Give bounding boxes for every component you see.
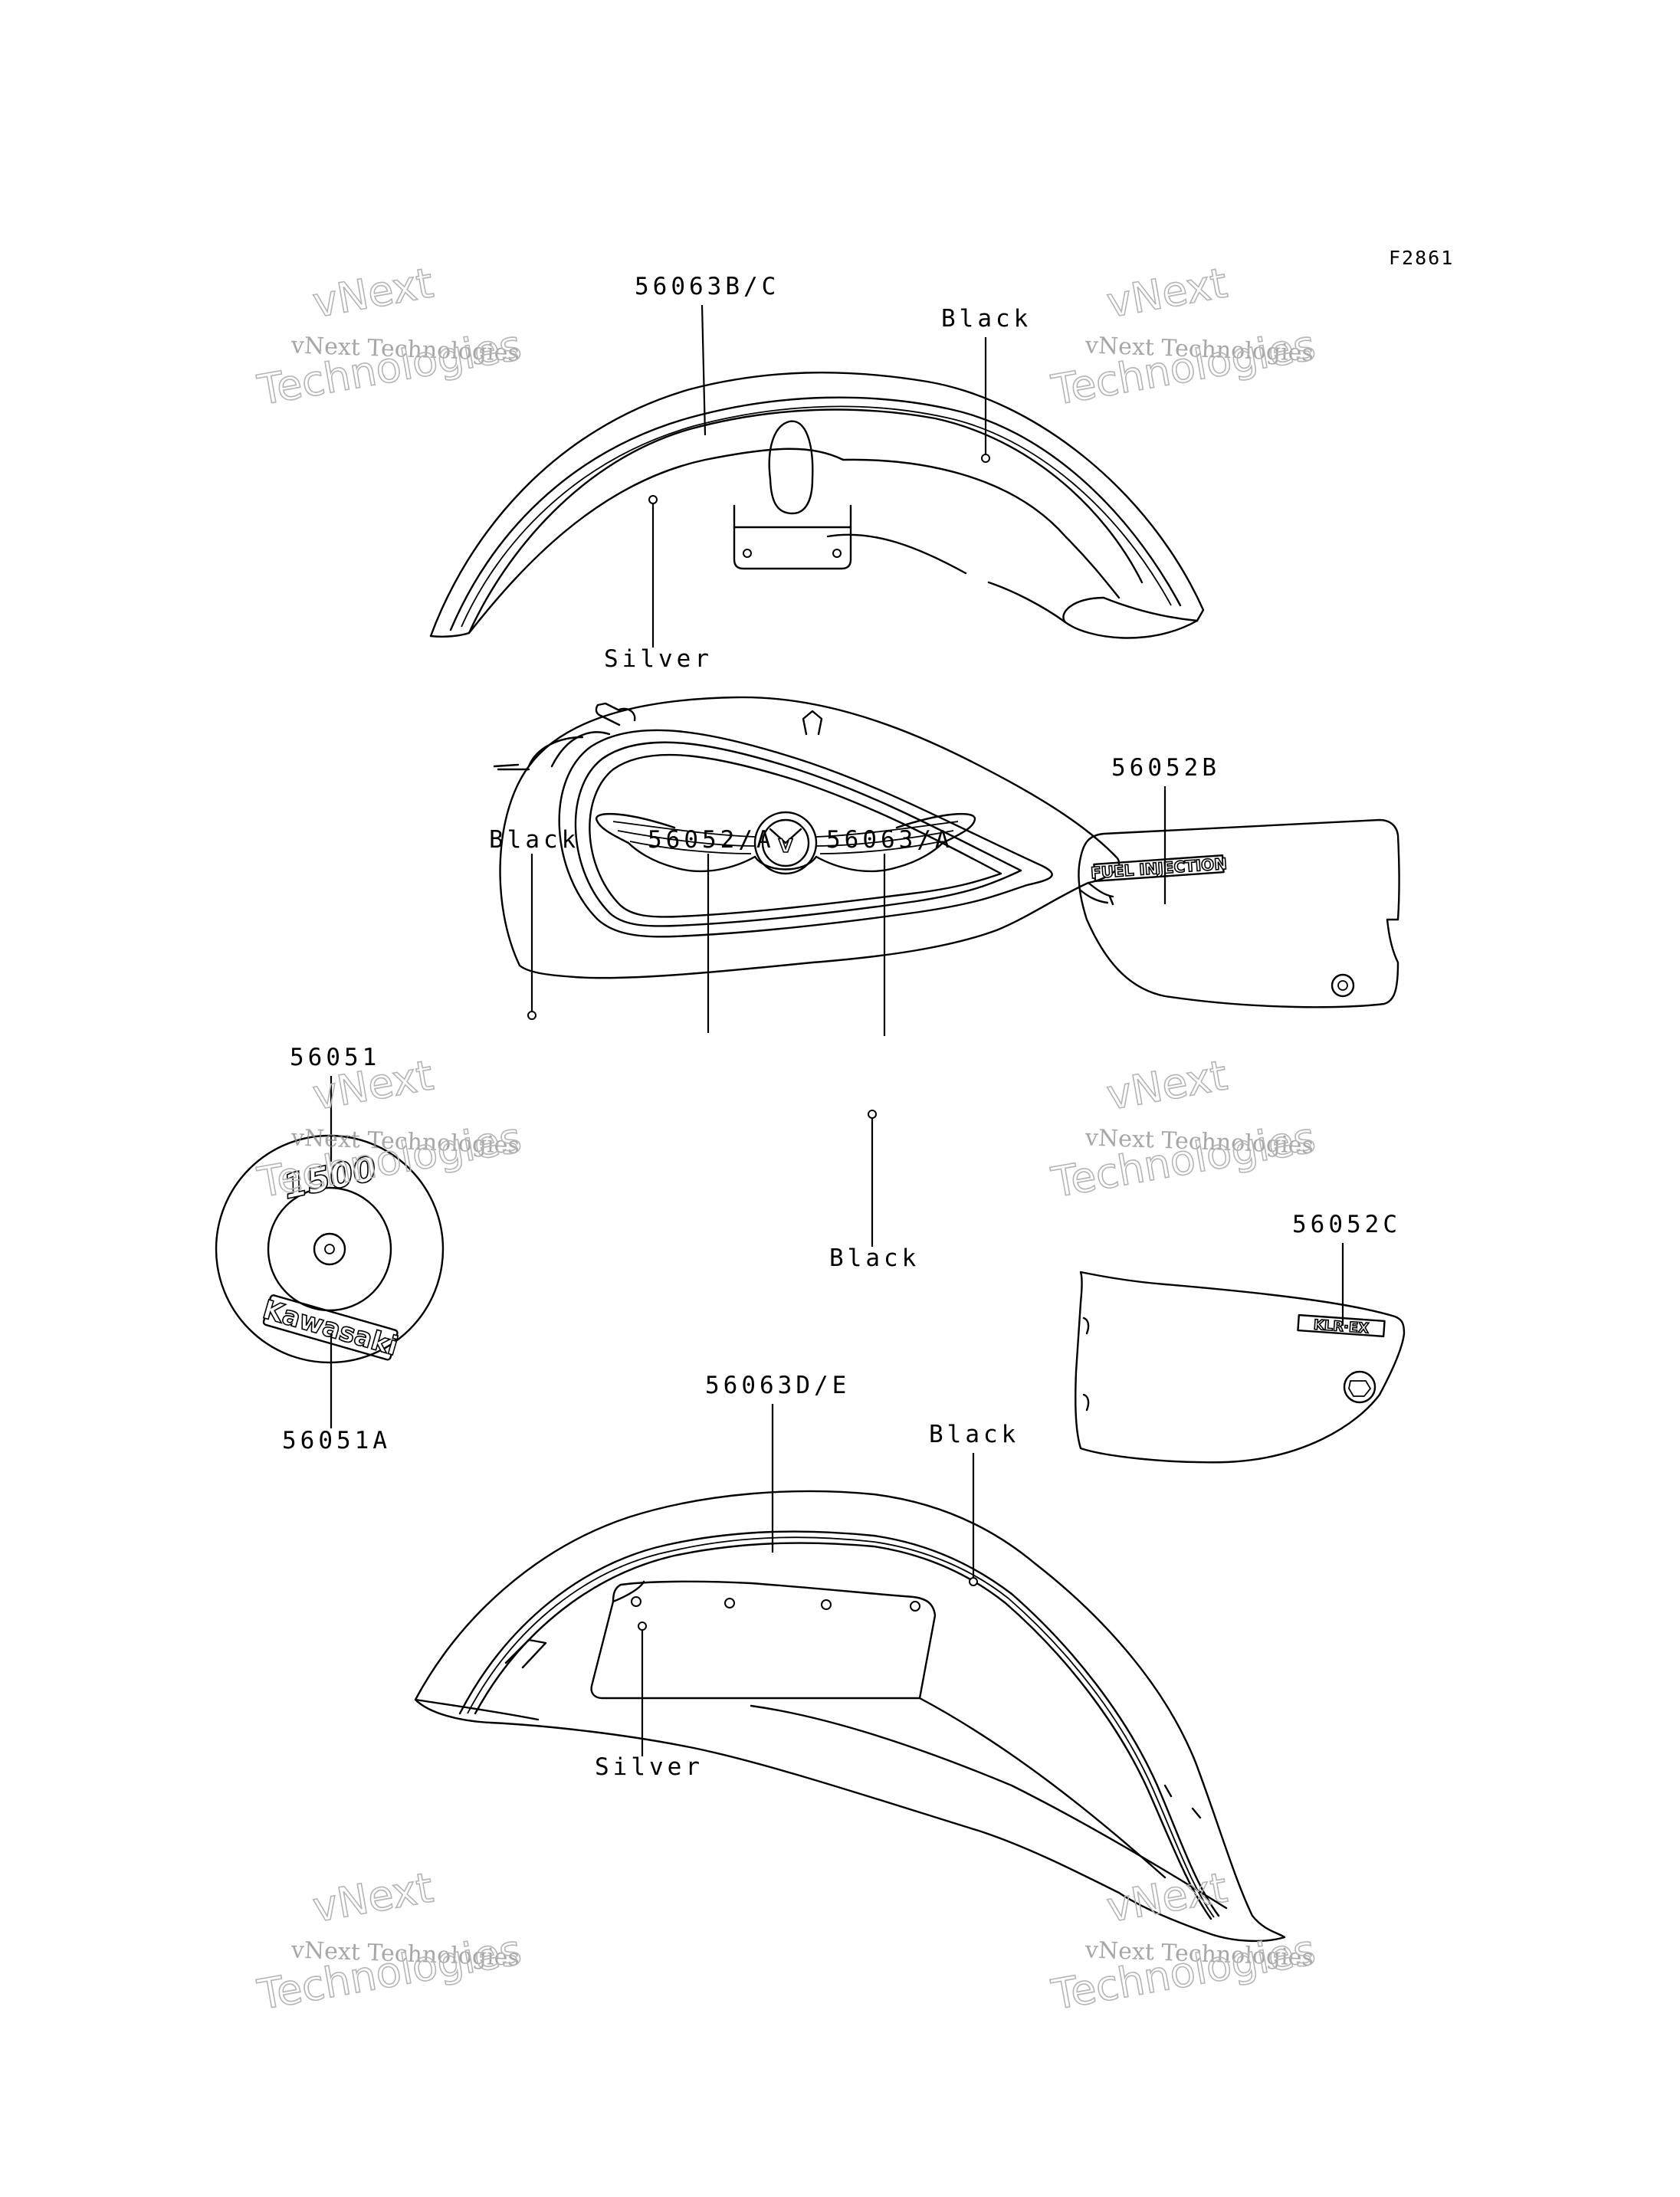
label-56051a: 56051A xyxy=(282,1427,391,1454)
decal-cover-c: KLR·EX xyxy=(1313,1317,1370,1337)
watermark-2: vNext vNext Technologies Technologies xyxy=(1047,258,1319,415)
label-56052-a: 56052/A xyxy=(648,826,775,854)
label-56052c: 56052C xyxy=(1292,1211,1401,1238)
fuel-tank: V xyxy=(493,696,1121,979)
svg-text:vNext: vNext xyxy=(1103,258,1230,326)
svg-text:vNext: vNext xyxy=(1103,1051,1230,1119)
front-fender xyxy=(429,372,1205,639)
figure-id: F2861 xyxy=(1389,247,1454,269)
label-rear-black: Black xyxy=(929,1421,1019,1448)
watermark-3: vNext vNext Technologies Technologies xyxy=(253,1051,525,1208)
emblem-letter: V xyxy=(779,835,793,857)
decal-fuel-injection: FUEL INJECTION xyxy=(1090,854,1227,882)
label-56052b: 56052B xyxy=(1111,754,1220,782)
label-56063-a: 56063/A xyxy=(826,826,953,854)
label-tank-black-left: Black xyxy=(489,826,579,854)
label-front-silver: Silver xyxy=(604,645,713,673)
svg-text:vNext: vNext xyxy=(1103,1863,1230,1931)
side-cover-left: KLR·EX xyxy=(1075,1271,1406,1464)
label-56063d-e: 56063D/E xyxy=(705,1372,850,1399)
side-cover-right: FUEL INJECTION xyxy=(1078,818,1400,1008)
label-rear-silver: Silver xyxy=(595,1753,704,1781)
label-tank-black-bottom: Black xyxy=(829,1244,920,1272)
svg-text:vNext: vNext xyxy=(309,1863,436,1931)
label-56063b-c: 56063B/C xyxy=(635,273,779,300)
label-front-black: Black xyxy=(941,305,1032,333)
watermark-1: vNext vNext Technologies Technologies xyxy=(253,258,525,415)
watermark-6: vNext vNext Technologies Technologies xyxy=(1047,1863,1319,2020)
label-56051: 56051 xyxy=(290,1044,380,1071)
leader-56063b-c xyxy=(701,304,707,436)
watermark-5: vNext vNext Technologies Technologies xyxy=(253,1863,525,2020)
tank-emblem: V xyxy=(595,811,976,875)
watermark-4: vNext vNext Technologies Technologies xyxy=(1047,1051,1319,1208)
svg-text:vNext: vNext xyxy=(309,258,436,326)
rear-fender xyxy=(414,1490,1286,1943)
